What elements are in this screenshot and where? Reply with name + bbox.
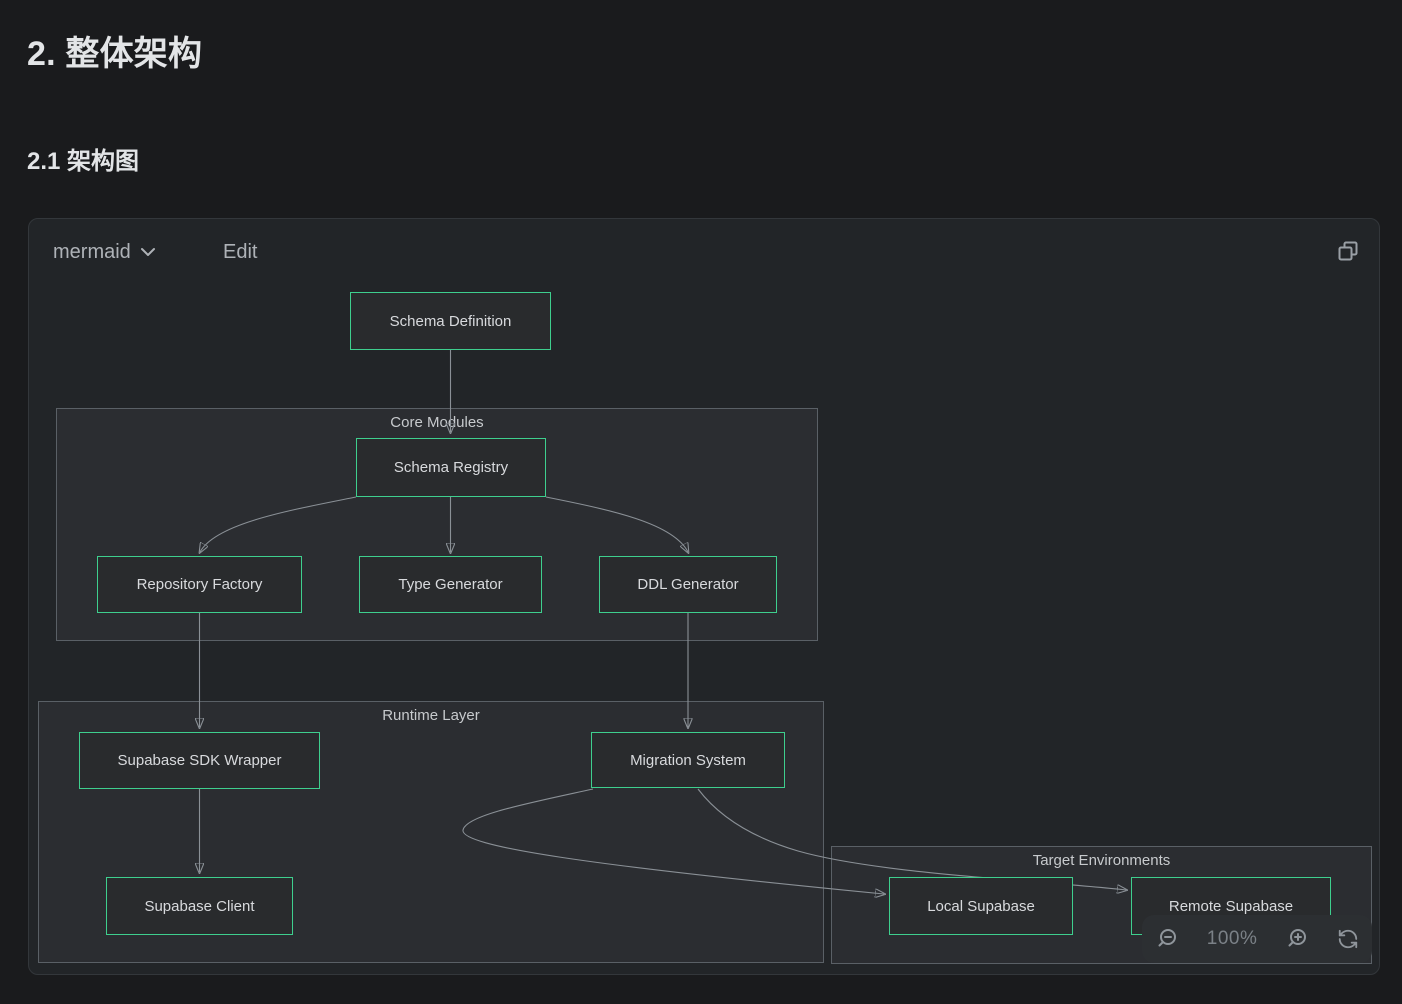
subgraph-label-runtime-layer: Runtime Layer bbox=[382, 707, 480, 724]
node-schema-definition: Schema Definition bbox=[350, 292, 551, 350]
node-supabase-client: Supabase Client bbox=[106, 877, 293, 935]
node-type-generator: Type Generator bbox=[359, 556, 542, 613]
copy-icon bbox=[1338, 241, 1358, 261]
language-dropdown[interactable]: mermaid bbox=[53, 237, 156, 267]
refresh-button[interactable] bbox=[1337, 928, 1359, 950]
node-label-remote-supabase: Remote Supabase bbox=[1168, 897, 1294, 915]
node-migration-system: Migration System bbox=[591, 732, 785, 788]
node-schema-registry: Schema Registry bbox=[356, 438, 546, 497]
edge-migration-system-to-remote-supabase bbox=[697, 788, 1126, 890]
language-label: mermaid bbox=[53, 240, 131, 263]
refresh-icon bbox=[1338, 929, 1358, 949]
zoom-level: 100% bbox=[1206, 928, 1258, 949]
zoom-out-button[interactable] bbox=[1155, 927, 1179, 951]
node-label-type-generator: Type Generator bbox=[398, 576, 503, 593]
node-label-repository-factory: Repository Factory bbox=[136, 576, 263, 593]
node-label-local-supabase: Local Supabase bbox=[927, 897, 1035, 915]
subgraph-runtime-layer: Runtime Layer bbox=[38, 701, 824, 963]
zoom-in-icon bbox=[1288, 929, 1307, 947]
zoom-toolbar: 100% bbox=[1142, 915, 1372, 963]
zoom-in-button[interactable] bbox=[1285, 927, 1309, 951]
edge-migration-system-to-local-supabase bbox=[462, 788, 884, 894]
edge-schema-registry-to-repository-factory bbox=[200, 496, 357, 552]
section-subtitle: 2.1 架构图 bbox=[27, 148, 140, 175]
edge-layer bbox=[29, 350, 1381, 974]
edge-schema-registry-to-ddl-generator bbox=[545, 496, 688, 552]
node-ddl-generator: DDL Generator bbox=[599, 556, 777, 613]
node-label-schema-definition: Schema Definition bbox=[389, 312, 512, 330]
node-label-ddl-generator: DDL Generator bbox=[637, 576, 739, 593]
node-label-schema-registry: Schema Registry bbox=[393, 459, 509, 476]
node-local-supabase: Local Supabase bbox=[889, 877, 1073, 935]
node-label-migration-system: Migration System bbox=[630, 751, 746, 769]
subgraph-label-target-environments: Target Environments bbox=[1032, 852, 1171, 869]
subgraph-label-core-modules: Core Modules bbox=[390, 414, 484, 431]
edit-button[interactable]: Edit bbox=[223, 237, 257, 267]
chevron-down-icon bbox=[140, 248, 155, 256]
node-label-supabase-sdk-wrapper: Supabase SDK Wrapper bbox=[117, 752, 282, 769]
node-supabase-sdk-wrapper: Supabase SDK Wrapper bbox=[79, 732, 320, 789]
zoom-out-icon bbox=[1158, 929, 1176, 947]
page-title: 2. 整体架构 bbox=[27, 35, 203, 73]
copy-button[interactable] bbox=[1332, 235, 1364, 267]
subgraph-core-modules: Core Modules bbox=[56, 408, 818, 641]
node-repository-factory: Repository Factory bbox=[97, 556, 302, 613]
node-label-supabase-client: Supabase Client bbox=[144, 897, 255, 915]
